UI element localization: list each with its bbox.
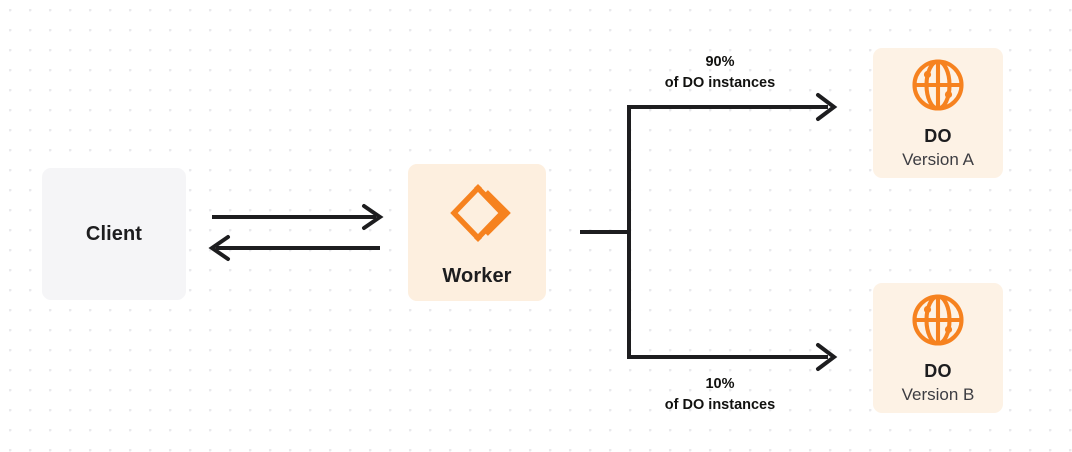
branch-label-bottom-caption: of DO instances xyxy=(664,397,776,414)
branch-label-bottom: 10% of DO instances xyxy=(625,374,815,416)
node-worker: Worker xyxy=(408,164,546,301)
branch-label-top-percent: 90% xyxy=(705,54,735,70)
arrow-worker-to-do-b xyxy=(627,343,838,371)
branch-label-bottom-percent: 10% xyxy=(705,376,735,392)
node-do-b-version: Version B xyxy=(901,385,975,404)
arrow-worker-to-client xyxy=(208,235,380,261)
node-do-a-version: Version A xyxy=(902,150,974,169)
branch-label-top: 90% of DO instances xyxy=(625,52,815,94)
node-do-version-b: DO Version B xyxy=(873,283,1003,413)
node-client: Client xyxy=(42,168,186,300)
globe-icon xyxy=(909,56,967,114)
arrow-client-to-worker xyxy=(212,204,384,230)
branch-trunk xyxy=(580,105,631,359)
arrow-worker-to-do-a xyxy=(627,93,838,121)
globe-icon xyxy=(909,291,967,349)
node-worker-label: Worker xyxy=(442,264,512,287)
node-do-a-label: DO xyxy=(924,126,952,146)
cloudflare-workers-icon xyxy=(442,178,512,248)
node-do-version-a: DO Version A xyxy=(873,48,1003,178)
node-client-label: Client xyxy=(85,222,143,245)
node-do-b-label: DO xyxy=(924,361,952,381)
branch-label-top-caption: of DO instances xyxy=(664,75,776,92)
